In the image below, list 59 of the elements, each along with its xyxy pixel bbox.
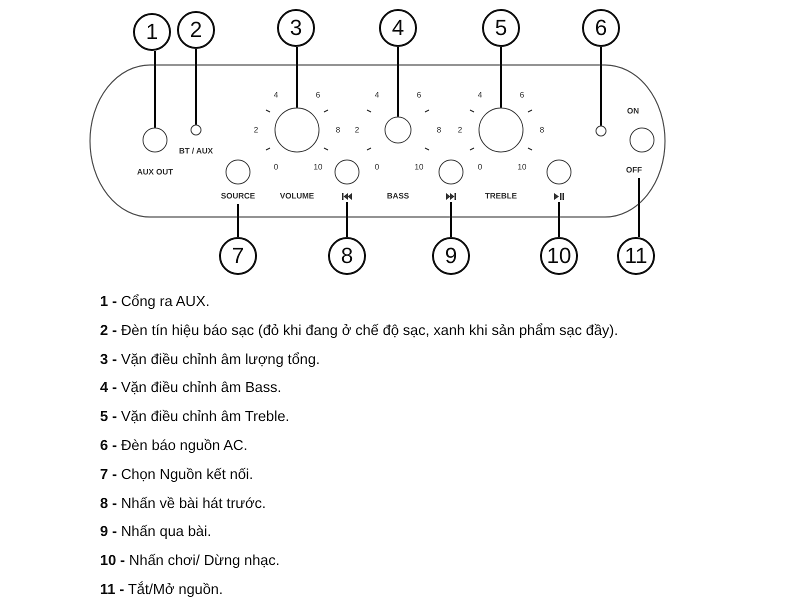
- scale-number: 6: [416, 90, 422, 100]
- scale-number: 10: [414, 162, 424, 172]
- leader-line: [154, 51, 156, 128]
- callout-number: 10: [540, 237, 578, 275]
- scale-number: 8: [336, 126, 340, 134]
- scale-number: 4: [478, 90, 482, 100]
- scale-number: 2: [254, 126, 258, 134]
- leader-line: [600, 47, 602, 126]
- description-item: 6 - Đèn báo nguồn AC.: [100, 438, 248, 454]
- callout-number: 4: [379, 9, 417, 47]
- callout-number: 9: [432, 237, 470, 275]
- leader-line: [346, 202, 348, 237]
- leader-line: [450, 202, 452, 237]
- description-item: 1 - Cổng ra AUX.: [100, 294, 210, 310]
- control-label: SOURCE: [220, 192, 256, 200]
- leader-line: [397, 47, 399, 117]
- scale-number: 8: [436, 126, 442, 134]
- scale-number: 2: [458, 126, 462, 134]
- control-label: ON: [627, 106, 639, 116]
- callout-number: 2: [177, 11, 215, 49]
- control-label: AUX OUT: [137, 168, 173, 176]
- scale-number: 10: [314, 162, 322, 172]
- callout-number: 5: [482, 9, 520, 47]
- scale-number: 0: [374, 162, 380, 172]
- control-label: TREBLE: [485, 192, 517, 200]
- description-item: 8 - Nhấn về bài hát trước.: [100, 496, 266, 512]
- description-item: 2 - Đèn tín hiệu báo sạc (đỏ khi đang ở chế độ sạc, xanh khi sản phẩm sạc đầy).: [100, 322, 618, 339]
- description-item: 10 - Nhấn chơi/ Dừng nhạc.: [100, 553, 280, 570]
- leader-line: [638, 178, 640, 237]
- callout-number: 6: [582, 9, 620, 47]
- description-item: 5 - Vặn điều chỉnh âm Treble.: [100, 409, 290, 426]
- control-label: VOLUME: [280, 192, 314, 200]
- control-label: BT / AUX: [179, 146, 213, 156]
- description-item: 3 - Vặn điều chỉnh âm lượng tổng.: [100, 352, 320, 368]
- scale-number: 0: [274, 162, 278, 172]
- description-item: 9 - Nhấn qua bài.: [100, 524, 212, 540]
- leader-line: [296, 47, 298, 108]
- leader-line: [500, 47, 502, 108]
- control-label: OFF: [626, 166, 642, 174]
- scale-number: 10: [518, 162, 526, 172]
- callout-number: 8: [328, 237, 366, 275]
- leader-line: [558, 202, 560, 237]
- description-item: 7 - Chọn Nguồn kết nối.: [100, 466, 254, 483]
- description-item: 4 - Vặn điều chỉnh âm Bass.: [100, 380, 282, 396]
- scale-number: 4: [274, 90, 278, 100]
- leader-line: [195, 49, 197, 125]
- scale-number: 6: [520, 90, 524, 100]
- callout-number: 3: [277, 9, 315, 47]
- scale-number: 2: [354, 126, 360, 134]
- control-label: BASS: [386, 192, 410, 200]
- scale-number: 8: [540, 126, 544, 134]
- scale-number: 0: [478, 162, 482, 172]
- leader-line: [237, 204, 239, 237]
- scale-number: 6: [316, 90, 320, 100]
- callout-number: 1: [133, 13, 171, 51]
- callout-number: 7: [219, 237, 257, 275]
- scale-number: 4: [374, 90, 380, 100]
- description-item: 11 - Tắt/Mở nguồn.: [100, 582, 223, 598]
- callout-number: 11: [617, 237, 655, 275]
